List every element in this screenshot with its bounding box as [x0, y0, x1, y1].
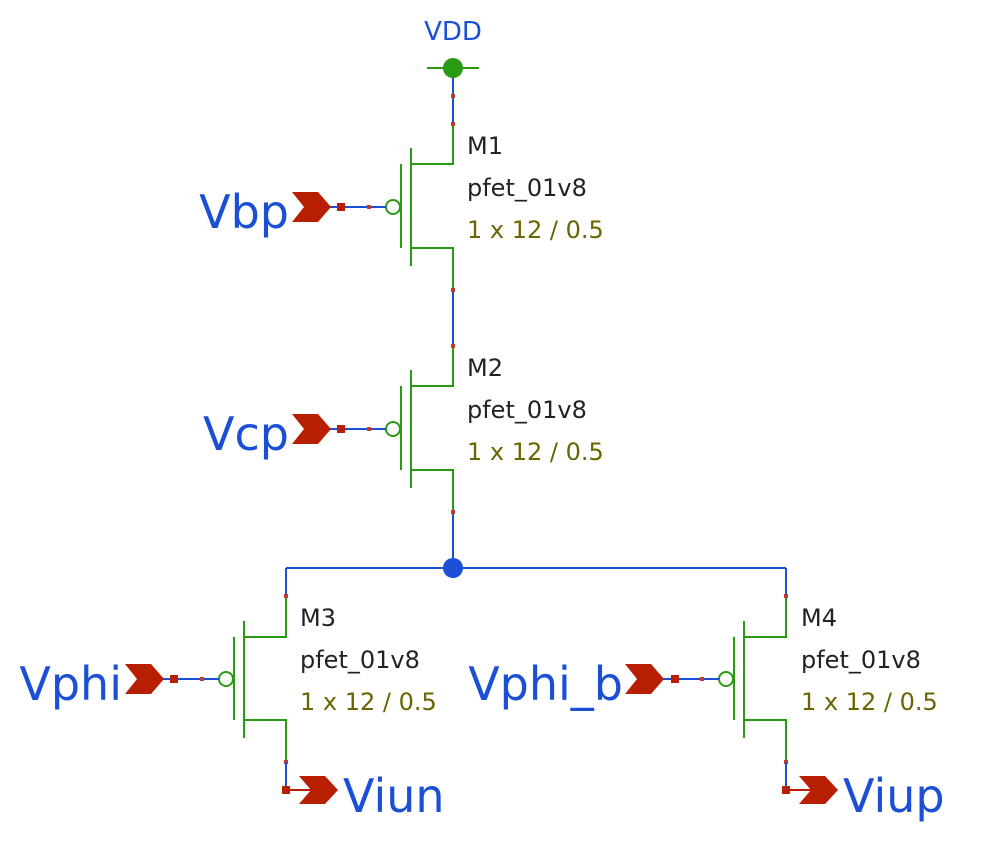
vbp-pin-arrow[interactable] — [292, 192, 331, 222]
tail-node — [443, 558, 463, 578]
transistor-m2[interactable]: Vcp M2 pfet_01v8 1 x 12 / 0.5 — [203, 344, 604, 514]
vcp-pin-arrow[interactable] — [292, 414, 331, 444]
viun-pin-label: Viun — [343, 769, 445, 823]
viup-pin-arrow[interactable] — [799, 776, 838, 804]
m1-gate-bubble — [385, 199, 401, 215]
vcp-pin-label: Vcp — [203, 407, 289, 461]
vdd-supply[interactable]: VDD — [424, 17, 482, 78]
m4-model: pfet_01v8 — [801, 646, 921, 674]
m3-size: 1 x 12 / 0.5 — [300, 688, 437, 716]
vphi-b-pin-arrow[interactable] — [625, 664, 664, 694]
m1-model: pfet_01v8 — [467, 174, 587, 202]
m4-gate-bubble — [718, 671, 734, 687]
transistor-m3[interactable]: Vphi Viun M3 pfet_01v8 1 x 12 / 0.5 — [19, 594, 445, 823]
m4-size: 1 x 12 / 0.5 — [801, 688, 938, 716]
transistor-m4[interactable]: Vphi_b Viup M4 pfet_01v8 1 x 12 / 0.5 — [468, 594, 945, 823]
viup-pin-label: Viup — [843, 769, 945, 823]
m2-model: pfet_01v8 — [467, 396, 587, 424]
wires — [285, 78, 787, 596]
m3-gate-bubble — [218, 671, 234, 687]
vphi-pin-label: Vphi — [19, 657, 122, 711]
vdd-node — [443, 58, 463, 78]
m1-name: M1 — [467, 132, 503, 160]
m1-size: 1 x 12 / 0.5 — [467, 216, 604, 244]
vbp-pin-label: Vbp — [199, 185, 289, 239]
vphi-pin-arrow[interactable] — [125, 664, 164, 694]
m2-gate-bubble — [385, 421, 401, 437]
viun-pin-arrow[interactable] — [299, 776, 338, 804]
m2-name: M2 — [467, 354, 503, 382]
vdd-label: VDD — [424, 17, 482, 47]
m4-name: M4 — [801, 604, 837, 632]
transistor-m1[interactable]: Vbp M1 pfet_01v8 1 x 12 / 0.5 — [199, 94, 604, 292]
m3-model: pfet_01v8 — [300, 646, 420, 674]
vphi-b-pin-label: Vphi_b — [468, 657, 623, 711]
m2-size: 1 x 12 / 0.5 — [467, 438, 604, 466]
m3-name: M3 — [300, 604, 336, 632]
